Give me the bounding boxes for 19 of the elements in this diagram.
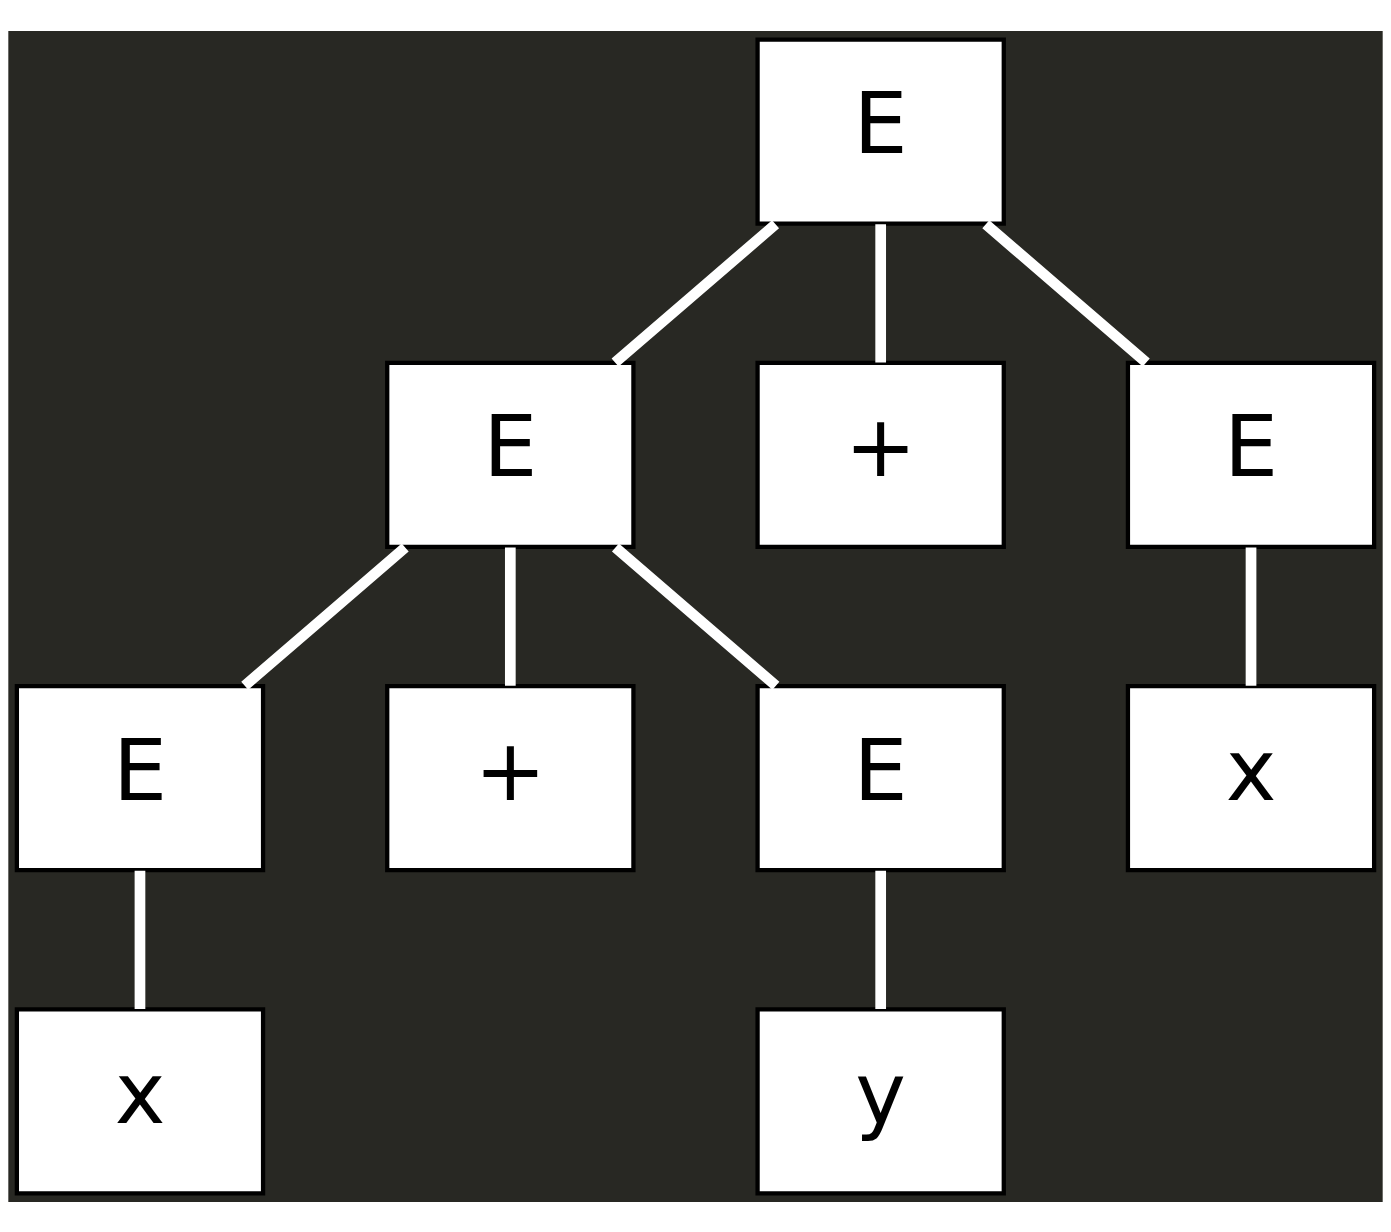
connector [134,870,146,1009]
connector [241,543,409,690]
connector [982,219,1150,367]
connector [875,223,887,362]
connector [611,543,780,690]
connector [611,219,780,367]
node-box: + [755,360,1006,549]
node-box: E [385,360,636,549]
connector [1245,547,1257,686]
node-box: x [14,1006,266,1196]
node-box: E [14,683,266,872]
connector [504,547,516,686]
node-box: E [755,683,1006,872]
node-box: E [1125,360,1377,549]
node-box: x [1125,683,1377,872]
node-box: y [755,1006,1006,1196]
node-box: E [755,36,1006,226]
connector [875,870,887,1009]
node-box: + [385,683,636,872]
